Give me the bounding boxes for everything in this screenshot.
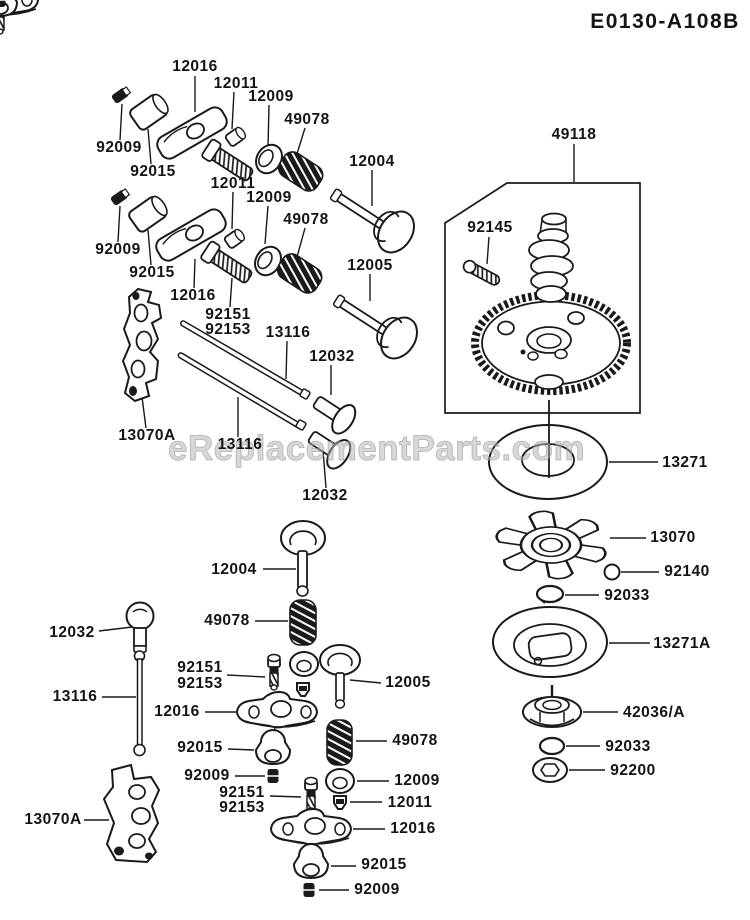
part-label-49078: 49078 (284, 111, 330, 128)
part-label-49078: 49078 (204, 612, 250, 629)
part-label-13271A: 13271A (653, 635, 711, 652)
adjuster-12011 (224, 126, 247, 147)
part-label-92009: 92009 (354, 881, 400, 898)
part-label-12011: 12011 (213, 75, 259, 92)
part-label-12005: 12005 (347, 257, 393, 274)
part-label-92033: 92033 (604, 587, 650, 604)
part-label-92033: 92033 (605, 738, 651, 755)
valve-spring-49078-lower (326, 719, 353, 766)
part-label-12009: 12009 (394, 772, 440, 789)
part-label-12032: 12032 (309, 348, 355, 365)
hub-42036A (522, 685, 582, 728)
plate-13070A-top (121, 287, 163, 403)
ball-92140 (603, 563, 621, 581)
part-label-92153: 92153 (219, 799, 265, 816)
part-label-92009: 92009 (95, 241, 141, 258)
adjusting-screw (201, 138, 254, 182)
part-label-12011: 12011 (210, 175, 256, 192)
part-label-12009: 12009 (246, 189, 292, 206)
part-label-12004: 12004 (349, 153, 395, 170)
bolt-92009 (111, 86, 132, 104)
nut-92009 (0, 0, 6, 7)
part-label-12016: 12016 (154, 703, 200, 720)
part-label-49078: 49078 (392, 732, 438, 749)
part-label-12005: 12005 (385, 674, 431, 691)
washer-92200 (532, 757, 568, 783)
part-label-12016: 12016 (172, 58, 218, 75)
part-label-92015: 92015 (130, 163, 176, 180)
part-label-49118: 49118 (551, 126, 597, 143)
part-label-92145: 92145 (467, 219, 513, 236)
push-rod-13116-upper (179, 320, 311, 400)
leader-lines (84, 76, 659, 891)
part-label-12009: 12009 (248, 88, 294, 105)
part-label-12016: 12016 (170, 287, 216, 304)
part-label-12004: 12004 (211, 561, 257, 578)
part-label-13116: 13116 (217, 436, 263, 453)
watermark: eReplacementParts.com (167, 429, 586, 469)
push-rod-13116-left (133, 650, 146, 757)
part-label-92009: 92009 (184, 767, 230, 784)
part-label-92151: 92151 (177, 659, 223, 676)
clip-92033-upper (535, 584, 565, 604)
part-label-13116: 13116 (265, 324, 311, 341)
keeper-12011 (333, 795, 347, 810)
rocker-arm-12016 (156, 106, 228, 160)
plate-13070A-bottom (102, 763, 161, 864)
part-label-92140: 92140 (664, 563, 710, 580)
tappet-12032-upper (312, 396, 357, 435)
part-label-13116: 13116 (52, 688, 98, 705)
part-label-92009: 92009 (96, 139, 142, 156)
dish-13271A (492, 606, 608, 678)
part-label-92153: 92153 (205, 321, 251, 338)
valve-spring-49078 (277, 151, 324, 192)
part-label-49078: 49078 (283, 211, 329, 228)
drawing-number-title: E0130-A108B (590, 10, 740, 33)
part-label-92200: 92200 (610, 762, 656, 779)
pivot-92015 (129, 93, 169, 131)
part-label-13070A: 13070A (118, 427, 176, 444)
valve-spring-49078-vertical (289, 599, 317, 646)
part-label-92153: 92153 (177, 675, 223, 692)
washer-13271 (488, 424, 608, 500)
part-label-42036A: 42036/A (622, 704, 686, 721)
part-label-12032: 12032 (302, 487, 348, 504)
part-label-92015: 92015 (361, 856, 407, 873)
tappet-12032-left (125, 601, 155, 655)
camshaft-group-box (444, 182, 641, 414)
valve-12005-vertical (319, 644, 361, 709)
rocker-arm-assembly-row (111, 86, 324, 192)
valve-12004 (329, 188, 415, 254)
clip-92033-lower (538, 736, 566, 756)
part-label-12016: 12016 (390, 820, 436, 837)
retainer-12009 (325, 768, 355, 794)
cam-13070 (495, 510, 607, 580)
part-label-13271: 13271 (662, 454, 708, 471)
part-label-13070A: 13070A (24, 811, 82, 828)
pin-92145 (462, 259, 501, 286)
part-label-92151: 92151 (205, 306, 251, 323)
push-rod-13116-lower (177, 352, 307, 431)
part-label-12011: 12011 (387, 794, 433, 811)
camshaft-49118 (471, 212, 631, 395)
part-label-12032: 12032 (49, 624, 95, 641)
part-label-13070: 13070 (650, 529, 696, 546)
part-label-92151: 92151 (219, 784, 265, 801)
part-label-92015: 92015 (129, 264, 175, 281)
part-label-92015: 92015 (177, 739, 223, 756)
valve-12004-vertical (280, 520, 326, 597)
